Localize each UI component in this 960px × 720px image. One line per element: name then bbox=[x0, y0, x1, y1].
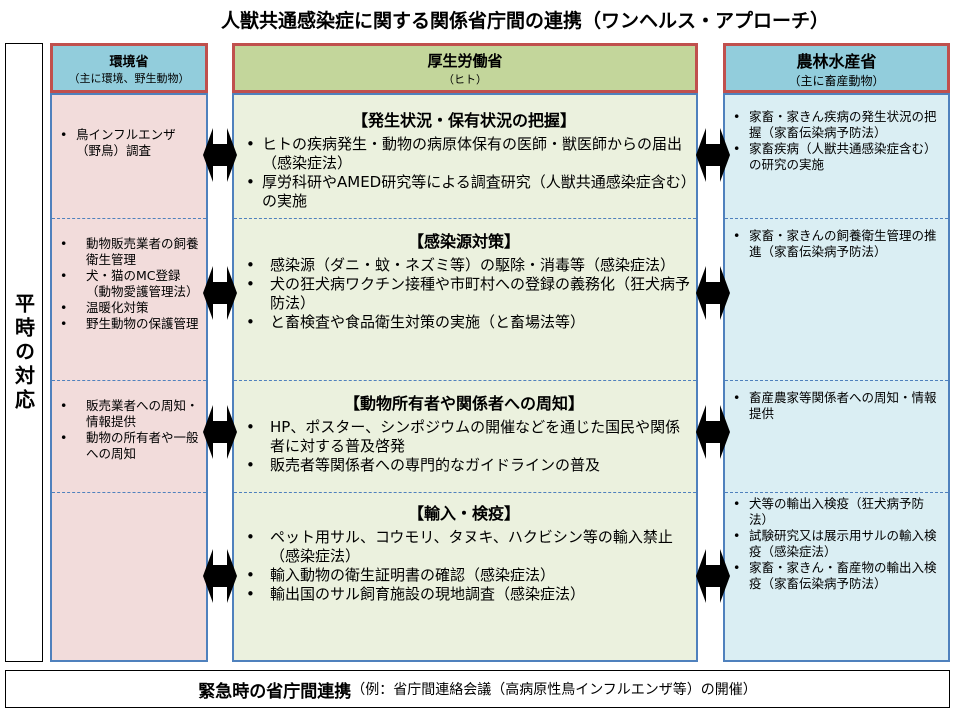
section-divider bbox=[725, 218, 948, 219]
list-item: 犬・猫のMC登録（動物愛護管理法） bbox=[52, 268, 200, 300]
maff-section-0: 家畜・家きん疾病の発生状況の把握（家畜伝染病予防法）家畜疾病（人獣共通感染症含む… bbox=[725, 95, 948, 173]
section-heading: 【感染源対策】 bbox=[407, 232, 520, 251]
mhlw-section-3: 【輸入・検疫】ペット用サル、コウモリ、タヌキ、ハクビシン等の輸入禁止（感染症法）… bbox=[234, 492, 696, 604]
emergency-note: （例：省庁間連絡会議（高病原性鳥インフルエンザ等）の開催） bbox=[351, 682, 757, 698]
list-item: 野生動物の保護管理 bbox=[52, 316, 200, 332]
list-item: 家畜疾病（人獣共通感染症含む）の研究の実施 bbox=[725, 141, 942, 173]
double-arrow-icon bbox=[696, 405, 730, 459]
list-item: 試験研究又は展示用サルの輸入検疫（感染症法） bbox=[725, 528, 942, 560]
section-divider bbox=[52, 492, 206, 493]
list-item: 犬の狂犬病ワクチン接種や市町村への登録の義務化（狂犬病予防法） bbox=[238, 275, 690, 313]
maff-column: 家畜・家きん疾病の発生状況の把握（家畜伝染病予防法）家畜疾病（人獣共通感染症含む… bbox=[723, 93, 950, 662]
list-item: 畜産農家等関係者への周知・情報提供 bbox=[725, 390, 942, 422]
double-arrow-icon bbox=[696, 266, 730, 320]
list-item: 犬等の輸出入検疫（狂犬病予防法） bbox=[725, 496, 942, 528]
list-item: 販売者等関係者への専門的なガイドラインの普及 bbox=[238, 456, 690, 475]
side-label: 平時の対応 bbox=[11, 292, 36, 413]
double-arrow-icon bbox=[203, 549, 237, 603]
env-header: 環境省 （主に環境、野生動物） bbox=[50, 43, 208, 93]
section-heading: 【輸入・検疫】 bbox=[407, 504, 520, 523]
mhlw-name: 厚生労働省 bbox=[427, 51, 503, 70]
emergency-title: 緊急時の省庁間連携 bbox=[198, 681, 352, 702]
list-item: 感染源（ダニ・蚊・ネズミ等）の駆除・消毒等（感染症法） bbox=[238, 256, 690, 275]
mhlw-section-1: 【感染源対策】感染源（ダニ・蚊・ネズミ等）の駆除・消毒等（感染症法）犬の狂犬病ワ… bbox=[234, 218, 696, 332]
section-divider bbox=[234, 492, 696, 493]
list-item: HP、ポスター、シンポジウムの開催などを通じた国民や関係者に対する普及啓発 bbox=[238, 418, 690, 456]
list-item: ペット用サル、コウモリ、タヌキ、ハクビシン等の輸入禁止（感染症法） bbox=[238, 528, 690, 566]
env-section-1: 動物販売業者の飼養衛生管理犬・猫のMC登録（動物愛護管理法）温暖化対策野生動物の… bbox=[52, 218, 206, 332]
list-item: 厚労科研やAMED研究等による調査研究（人獣共通感染症含む）の実施 bbox=[238, 173, 690, 211]
list-item: 家畜・家きん疾病の発生状況の把握（家畜伝染病予防法） bbox=[725, 109, 942, 141]
maff-section-2: 畜産農家等関係者への周知・情報提供 bbox=[725, 380, 948, 422]
mhlw-column: 【発生状況・保有状況の把握】ヒトの疾病発生・動物の病原体保有の医師・獣医師からの… bbox=[232, 93, 698, 662]
env-sub: （主に環境、野生動物） bbox=[68, 71, 190, 85]
maff-sub: （主に畜産動物） bbox=[788, 73, 885, 88]
env-section-2: 販売業者への周知・情報提供動物の所有者や一般への周知 bbox=[52, 380, 206, 462]
list-item: 鳥インフルエンザ（野鳥）調査 bbox=[52, 127, 200, 159]
double-arrow-icon bbox=[696, 128, 730, 182]
double-arrow-icon bbox=[696, 549, 730, 603]
list-item: 家畜・家きんの飼養衛生管理の推進（家畜伝染病予防法） bbox=[725, 228, 942, 260]
list-item: 動物の所有者や一般への周知 bbox=[52, 430, 200, 462]
section-divider bbox=[725, 492, 948, 493]
list-item: ヒトの疾病発生・動物の病原体保有の医師・獣医師からの届出（感染症法） bbox=[238, 135, 690, 173]
page-title: 人獣共通感染症に関する関係省庁間の連携（ワンヘルス・アプローチ） bbox=[220, 10, 829, 32]
side-label-box: 平時の対応 bbox=[5, 43, 43, 662]
mhlw-sub: （ヒト） bbox=[443, 72, 487, 86]
list-item: 輸出国のサル飼育施設の現地調査（感染症法） bbox=[238, 585, 690, 604]
env-column: 鳥インフルエンザ（野鳥）調査動物販売業者の飼養衛生管理犬・猫のMC登録（動物愛護… bbox=[50, 93, 208, 662]
list-item: 家畜・家きん・畜産物の輸出入検疫（家畜伝染病予防法） bbox=[725, 560, 942, 592]
env-section-0: 鳥インフルエンザ（野鳥）調査 bbox=[52, 95, 206, 159]
list-item: 動物販売業者の飼養衛生管理 bbox=[52, 236, 200, 268]
maff-name: 農林水産省 bbox=[796, 51, 877, 71]
list-item: 輸入動物の衛生証明書の確認（感染症法） bbox=[238, 566, 690, 585]
section-divider bbox=[52, 380, 206, 381]
emergency-box: 緊急時の省庁間連携 （例：省庁間連絡会議（高病原性鳥インフルエンザ等）の開催） bbox=[5, 670, 950, 708]
double-arrow-icon bbox=[203, 128, 237, 182]
double-arrow-icon bbox=[203, 266, 237, 320]
maff-section-3: 犬等の輸出入検疫（狂犬病予防法）試験研究又は展示用サルの輸入検疫（感染症法）家畜… bbox=[725, 492, 948, 592]
mhlw-section-0: 【発生状況・保有状況の把握】ヒトの疾病発生・動物の病原体保有の医師・獣医師からの… bbox=[234, 95, 696, 211]
list-item: 温暖化対策 bbox=[52, 300, 200, 316]
env-name: 環境省 bbox=[109, 54, 149, 70]
double-arrow-icon bbox=[203, 405, 237, 459]
maff-header: 農林水産省 （主に畜産動物） bbox=[723, 43, 950, 93]
list-item: 販売業者への周知・情報提供 bbox=[52, 398, 200, 430]
list-item: と畜検査や食品衛生対策の実施（と畜場法等） bbox=[238, 313, 690, 332]
section-divider bbox=[234, 218, 696, 219]
section-divider bbox=[725, 380, 948, 381]
section-heading: 【発生状況・保有状況の把握】 bbox=[351, 111, 576, 130]
section-heading: 【動物所有者や関係者への周知】 bbox=[343, 394, 584, 413]
mhlw-header: 厚生労働省 （ヒト） bbox=[232, 43, 698, 93]
mhlw-section-2: 【動物所有者や関係者への周知】 HP、ポスター、シンポジウムの開催などを通じた国民… bbox=[234, 380, 696, 475]
section-divider bbox=[52, 218, 206, 219]
section-divider bbox=[234, 380, 696, 381]
maff-section-1: 家畜・家きんの飼養衛生管理の推進（家畜伝染病予防法） bbox=[725, 218, 948, 260]
